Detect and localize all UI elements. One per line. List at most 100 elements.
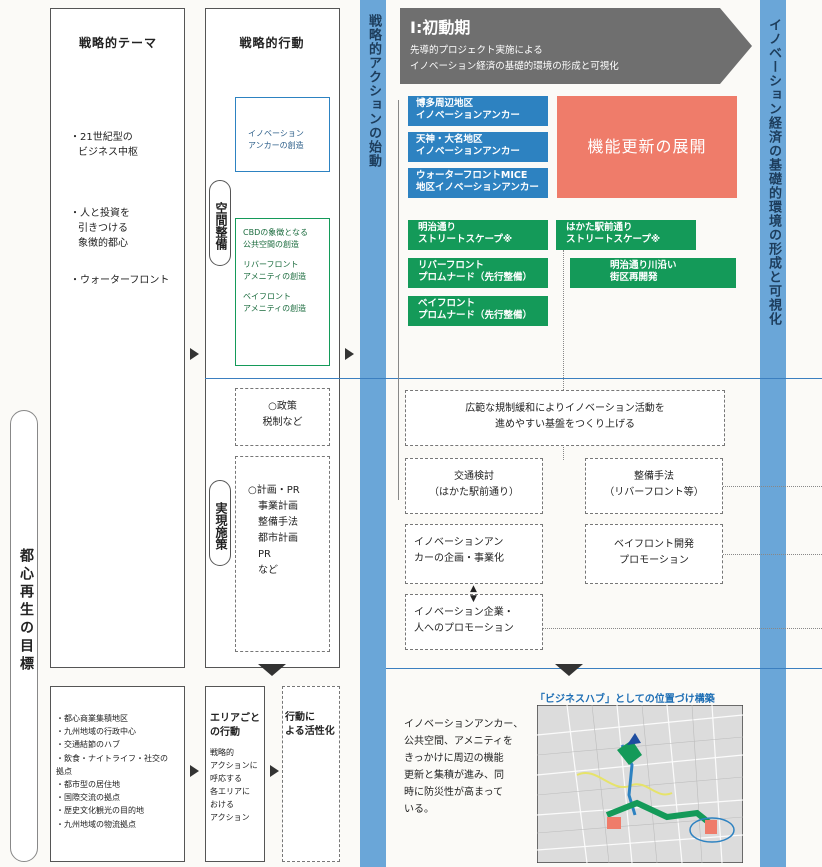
phase-title: Ⅰ:初動期 (410, 18, 471, 37)
theme-item: ・人と投資を (70, 208, 130, 219)
waterfront-anchor-box: ウォーターフロントMICE 地区イノベーションアンカー (408, 168, 548, 198)
development-method-box: 整備手法 （リバーフロント等） (585, 458, 723, 514)
area-action-title-line: の行動 (210, 727, 240, 738)
innovation-anchor-line: アンカーの創造 (248, 141, 304, 150)
bayfront-promenade-box: ベイフロント プロムナード（先行整備） (408, 296, 548, 326)
deregulation-box: 広範な規制緩和によりイノベーション活動を 進めやすい基盤をつくり上げる (405, 390, 725, 446)
plan-line: など (258, 565, 278, 576)
policy-line: 税制など (262, 417, 303, 428)
hub-text-line: きっかけに周辺の機能 (404, 753, 504, 764)
realize-label: 実現施策 (209, 480, 231, 566)
anchor-planning-box: イノベーションアン カーの企画・事業化 (405, 524, 543, 584)
separator-line (205, 378, 822, 379)
anchor-planning-line: イノベーションアン (414, 537, 504, 548)
innovation-anchor-line: イノベーション (248, 129, 304, 138)
function-update-box: 機能更新の展開 (557, 96, 737, 198)
arrow-right-icon (345, 348, 354, 360)
traffic-study-line: （はかた駅前通り） (429, 487, 519, 498)
city-map-image (537, 705, 743, 863)
stripe-action-start (360, 0, 386, 867)
arrow-updown-icon: ▲▼ (470, 584, 477, 604)
activation-line: 行動に (285, 712, 315, 723)
green-box-line: 明治通り (418, 222, 457, 233)
green-box-line: ベイフロント (418, 298, 476, 309)
area-feature-item: 拠点 (56, 766, 72, 776)
hub-text-line: 更新と集積が進み、同 (404, 770, 504, 781)
anchor-planning-line: カーの企画・事業化 (414, 553, 504, 564)
stripe-economy-label: イノベーション経済の基礎的環境の形成と可視化 (766, 18, 781, 326)
business-hub-title: 「ビジネスハブ」としての位置づけ構築 (535, 694, 715, 705)
arrow-down-icon (555, 664, 583, 676)
traffic-study-line: 交通検討 (454, 471, 494, 482)
activation-line: よる活性化 (285, 726, 335, 737)
stripe-action-start-label: 戦略的アクションの始動 (366, 14, 381, 168)
area-feature-item: ・交通結節のハブ (56, 740, 120, 750)
theme-item: 引きつける (78, 223, 128, 234)
hub-text-line: 公共空間、アメニティを (404, 736, 513, 747)
plan-line: 事業計画 (258, 501, 298, 512)
promotion-line: イノベーション企業・ (414, 607, 514, 618)
meiji-river-redevelopment-box: 明治通り川沿い 街区再開発 (570, 258, 736, 288)
area-features-list: ・都心商業集積地区 ・九州地域の行政中心 ・交通結節のハブ ・飲食・ナイトライフ… (56, 712, 168, 831)
strategic-theme-panel (50, 8, 185, 668)
tenjin-anchor-box: 天神・大名地区 イノベーションアンカー (408, 132, 548, 162)
area-action-title: エリアごと の行動 (210, 712, 260, 740)
hakata-anchor-line: イノベーションアンカー (416, 110, 520, 121)
development-method-line: 整備手法 (634, 471, 674, 482)
strategic-theme-list: ・21世紀型の ビジネス中枢 ・人と投資を 引きつける 象徴的都心 ・ウォーター… (70, 130, 169, 288)
green-box-line: 明治通り川沿い (610, 260, 677, 271)
traffic-study-box: 交通検討 （はかた駅前通り） (405, 458, 543, 514)
policy-box: ○政策 税制など (235, 388, 330, 446)
space-item: リバーフロント (243, 260, 299, 269)
arrow-right-icon (190, 765, 199, 777)
dotted-line (723, 554, 822, 555)
area-action-body-line: アクションに (210, 761, 258, 770)
plan-line: 整備手法 (258, 517, 298, 528)
theme-item: ・21世紀型の (70, 132, 133, 143)
bayfront-promotion-line: ベイフロント開発 (614, 539, 694, 550)
phase-subtitle-2: イノベーション経済の基礎的環境の形成と可視化 (410, 61, 619, 72)
bayfront-promotion-box: ベイフロント開発 プロモーション (585, 524, 723, 584)
plan-line: 都市計画 (258, 533, 298, 544)
space-items-box: CBDの象徴となる 公共空間の創造 リバーフロント アメニティの創造 ベイフロン… (235, 218, 330, 366)
connector-line (563, 250, 564, 460)
waterfront-anchor-line: ウォーターフロントMICE (416, 170, 528, 181)
area-action-body-line: おける (210, 800, 234, 809)
hub-text-line: いる。 (404, 804, 434, 815)
dotted-line (723, 486, 822, 487)
plan-line: PR (258, 549, 271, 560)
area-feature-item: ・都心商業集積地区 (56, 714, 128, 723)
area-action-body-line: アクション (210, 813, 250, 822)
green-box-line: 街区再開発 (610, 272, 658, 283)
separator-line (386, 668, 822, 669)
area-action-body-line: 呼応する (210, 774, 242, 783)
development-method-line: （リバーフロント等） (604, 487, 704, 498)
green-box-line: ストリートスケープ※ (566, 234, 661, 245)
green-box-line: はかた駅前通り (566, 222, 633, 233)
space-item: 公共空間の創造 (243, 240, 299, 249)
hakata-anchor-box: 博多周辺地区 イノベーションアンカー (408, 96, 548, 126)
promotion-line: 人へのプロモーション (414, 623, 514, 634)
green-box-line: プロムナード（先行整備） (418, 272, 533, 283)
arrow-right-icon (190, 348, 199, 360)
area-action-body: 戦略的 アクションに 呼応する 各エリアに おける アクション (210, 746, 258, 824)
plan-box: ○計画・PR 事業計画 整備手法 都市計画 PR など (235, 456, 330, 652)
strategic-theme-header: 戦略的テーマ (78, 36, 157, 50)
area-feature-item: ・都市型の居住地 (56, 780, 120, 790)
green-box-line: リバーフロント (418, 260, 484, 271)
area-action-body-line: 各エリアに (210, 787, 250, 796)
phase-arrow (400, 8, 752, 84)
tenjin-anchor-line: イノベーションアンカー (416, 146, 520, 157)
space-item: アメニティの創造 (243, 272, 307, 281)
riverfront-promenade-box: リバーフロント プロムナード（先行整備） (408, 258, 548, 288)
green-box-line: ストリートスケープ※ (418, 234, 513, 245)
waterfront-anchor-line: 地区イノベーションアンカー (416, 182, 539, 193)
area-action-title-line: エリアごと (210, 713, 260, 724)
area-features-panel (50, 686, 185, 862)
deregulation-line: 進めやすい基盤をつくり上げる (495, 419, 635, 430)
space-item: ベイフロント (243, 292, 291, 301)
space-label: 空間整備 (209, 180, 231, 266)
area-feature-item: ・九州地域の物流拠点 (56, 819, 136, 829)
area-action-panel (205, 686, 265, 862)
goal-bracket (10, 410, 38, 862)
